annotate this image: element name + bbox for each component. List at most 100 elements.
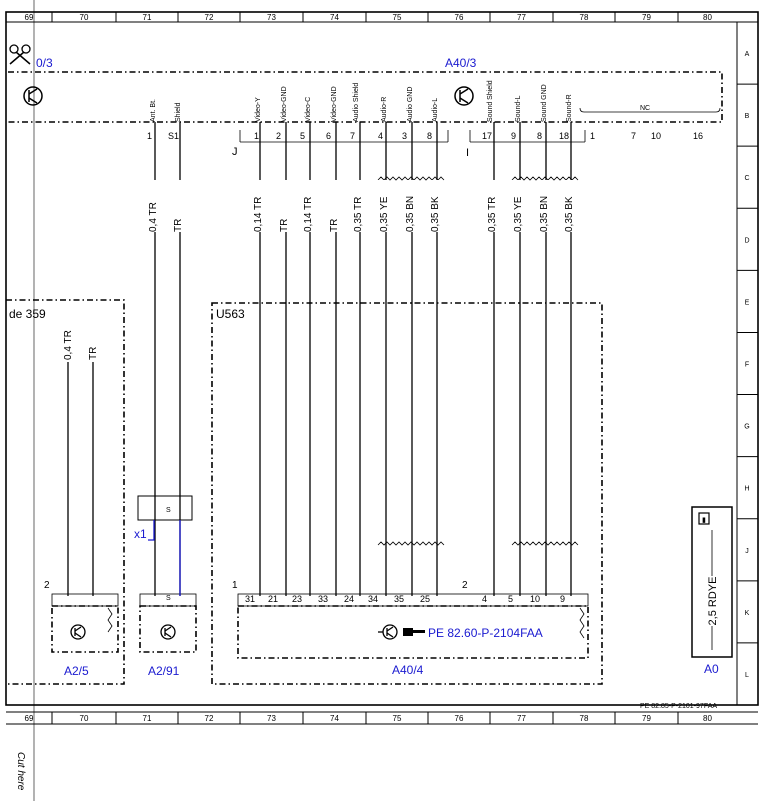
bottom-pin-number: 34 bbox=[368, 594, 378, 604]
ground-symbol-icon bbox=[160, 624, 176, 640]
module-label-u563: U563 bbox=[216, 307, 245, 321]
footer-ref: PE 82.85-P-2101-97FAA bbox=[640, 703, 717, 710]
column-number: 75 bbox=[393, 13, 402, 22]
module-ref-left: de 359 bbox=[9, 307, 46, 321]
column-number: 75 bbox=[393, 714, 402, 723]
bottom-pin-number: 31 bbox=[245, 594, 255, 604]
column-number: 78 bbox=[580, 714, 589, 723]
pin-number: 1 bbox=[254, 131, 259, 141]
module-left: de 359 bbox=[6, 299, 125, 685]
wire-label: TR bbox=[279, 219, 290, 232]
row-letter: L bbox=[745, 672, 749, 679]
column-number: 79 bbox=[642, 714, 651, 723]
pin-label: Video-GND bbox=[331, 86, 338, 122]
pin-number: S1 bbox=[168, 131, 179, 141]
module-label-a0: A0 bbox=[704, 662, 719, 676]
bottom-pin-number: 5 bbox=[508, 594, 513, 604]
pin-label: Sound-R bbox=[566, 94, 573, 122]
bottom-pin-number: 24 bbox=[344, 594, 354, 604]
x1-label: x1 bbox=[134, 527, 147, 541]
module-a40-4: A40/4 PE 82.60-P-2104FAA bbox=[237, 593, 589, 677]
a0-wire-label: 2,5 RDYE bbox=[707, 577, 719, 626]
column-number: 70 bbox=[80, 13, 89, 22]
pin-number: 16 bbox=[693, 131, 703, 141]
column-number: 80 bbox=[703, 13, 712, 22]
bottom-pin-number: 33 bbox=[318, 594, 328, 604]
bottom-pin-number: 25 bbox=[420, 594, 430, 604]
column-number: 72 bbox=[205, 714, 214, 723]
bottom-pin-number: 23 bbox=[292, 594, 302, 604]
module-label-a40-3: A40/3 bbox=[445, 56, 477, 70]
pin-number: 3 bbox=[402, 131, 407, 141]
pin-label: Ant. Bt. bbox=[150, 99, 157, 122]
wire-label: TR bbox=[329, 219, 340, 232]
column-number: 70 bbox=[80, 714, 89, 723]
column-number: 76 bbox=[455, 714, 464, 723]
pin-label: Audio-L bbox=[432, 98, 439, 122]
pin-number: 18 bbox=[559, 131, 569, 141]
module-a2-91: A2/91 S S x1 bbox=[134, 495, 197, 678]
ground-symbol-icon bbox=[23, 86, 43, 106]
row-letter: G bbox=[744, 424, 749, 431]
wire-label: 0,14 TR bbox=[253, 197, 264, 232]
pin-label: Sound GND bbox=[541, 84, 548, 122]
bottom-pin-number: 35 bbox=[394, 594, 404, 604]
column-number: 79 bbox=[642, 13, 651, 22]
pin-s-label: S bbox=[166, 595, 171, 602]
pin-label: Sound Shield bbox=[487, 80, 494, 122]
wire-label: 0,35 TR bbox=[487, 197, 498, 232]
column-number: 78 bbox=[580, 13, 589, 22]
module-label-left: 0/3 bbox=[36, 56, 53, 70]
column-number: 72 bbox=[205, 13, 214, 22]
row-letter: E bbox=[745, 299, 750, 306]
pin-label: Audio Shield bbox=[353, 83, 360, 122]
module-u563: U563 bbox=[211, 302, 603, 685]
ground-symbol-icon bbox=[378, 624, 398, 640]
bottom-pin-number: 9 bbox=[560, 594, 565, 604]
pin-label: Video-Y bbox=[255, 97, 262, 122]
column-number: 76 bbox=[455, 13, 464, 22]
wire-label: 0,35 BK bbox=[564, 196, 575, 232]
column-number: 71 bbox=[143, 13, 152, 22]
side-number: 2 bbox=[44, 580, 50, 591]
row-letter: B bbox=[745, 113, 750, 120]
wire-label: 0,35 BN bbox=[405, 196, 416, 232]
column-number: 80 bbox=[703, 714, 712, 723]
pin-number: 8 bbox=[427, 131, 432, 141]
ground-symbol-icon bbox=[454, 86, 474, 106]
svg-text:▮: ▮ bbox=[702, 517, 706, 524]
wire-label: 0,14 TR bbox=[303, 197, 314, 232]
row-letter: J bbox=[745, 548, 749, 555]
pin-number: 1 bbox=[147, 131, 152, 141]
wire-label: 0,35 YE bbox=[379, 196, 390, 232]
column-number: 77 bbox=[517, 13, 526, 22]
module-a0: ▮ 2,5 RDYE A0 bbox=[691, 506, 733, 676]
pin-number: 6 bbox=[326, 131, 331, 141]
pin-number: 7 bbox=[631, 131, 636, 141]
column-number: 69 bbox=[25, 13, 34, 22]
column-number: 69 bbox=[25, 714, 34, 723]
bottom-pin-number: 21 bbox=[268, 594, 278, 604]
column-number: 74 bbox=[330, 714, 339, 723]
side-number: 2 bbox=[462, 580, 468, 591]
wire-label: 0,4 TR bbox=[148, 202, 159, 232]
side-number: 1 bbox=[232, 580, 238, 591]
wire-label: 0,35 YE bbox=[513, 196, 524, 232]
pin-label-nc: NC bbox=[640, 105, 650, 112]
pin-number: 10 bbox=[651, 131, 661, 141]
wire-label: 0,35 BN bbox=[539, 196, 550, 232]
bottom-pin-number: 4 bbox=[482, 594, 487, 604]
scissors-icon bbox=[9, 44, 31, 65]
wire-label: 0,35 BK bbox=[430, 196, 441, 232]
pin-number: 8 bbox=[537, 131, 542, 141]
wire-label: 0,4 TR bbox=[63, 330, 74, 360]
pin-number: 2 bbox=[276, 131, 281, 141]
